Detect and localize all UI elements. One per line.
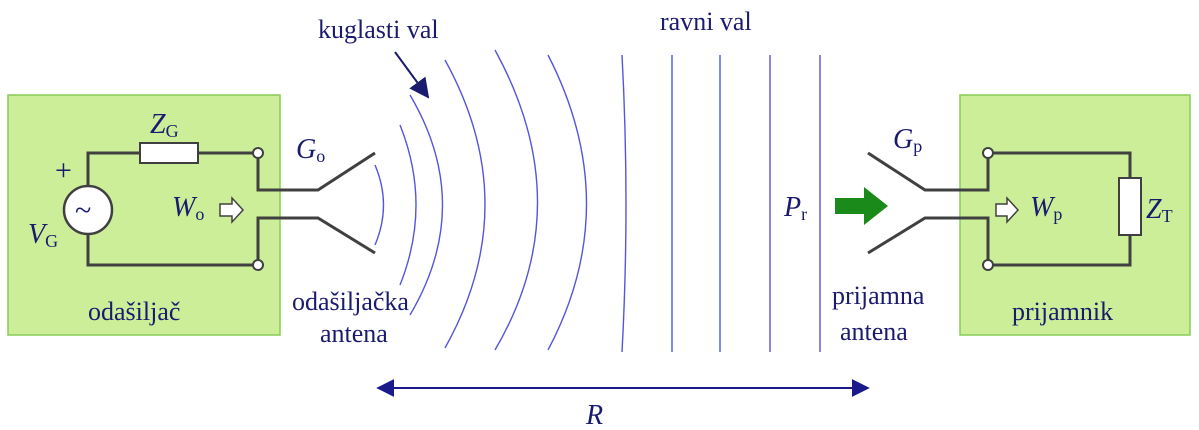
voltage-source-icon <box>62 184 114 236</box>
receiver-label: prijamnik <box>1012 297 1113 326</box>
transmit-gain-symbol: Go <box>296 134 325 166</box>
receive-power-symbol: Wp <box>1030 192 1062 224</box>
tx-terminal-top <box>252 147 264 159</box>
plane-wave-label: ravni val <box>660 7 752 36</box>
receive-antenna-label-line2: antena <box>840 317 908 346</box>
spherical-wave-fronts <box>374 49 588 351</box>
receiver-circuit <box>988 151 1132 267</box>
spherical-wave-pointer <box>394 51 430 99</box>
receive-power-arrow-icon <box>995 196 1020 224</box>
distance-label: R <box>585 400 603 430</box>
transmit-antenna-label-line2: antena <box>320 319 388 348</box>
transmit-antenna-label-line1: odašiljačka <box>292 287 409 316</box>
rx-terminal-top <box>982 147 994 159</box>
load-impedance-resistor <box>1118 177 1142 236</box>
spherical-wave-label: kuglasti val <box>318 15 439 44</box>
source-voltage-symbol: VG <box>28 219 58 251</box>
tx-terminal-bottom <box>252 259 264 271</box>
receive-antenna <box>867 151 990 260</box>
rx-terminal-bottom <box>982 259 994 271</box>
transmitter-label: odašiljač <box>88 297 180 326</box>
received-power-density-symbol: Pr <box>783 192 807 224</box>
receive-gain-symbol: Gp <box>893 124 922 156</box>
transmit-antenna <box>256 151 376 260</box>
receive-antenna-label-line1: prijamna <box>832 281 925 310</box>
incident-power-arrow-icon <box>835 187 888 225</box>
transmitter-circuit <box>86 151 258 267</box>
transmit-power-symbol: Wo <box>172 192 204 224</box>
plus-sign: + <box>55 154 72 187</box>
transmit-power-arrow-icon <box>219 196 245 224</box>
voltage-source-tilde: ~ <box>75 194 91 227</box>
generator-impedance-symbol: ZG <box>150 109 179 141</box>
generator-impedance-resistor <box>139 142 199 164</box>
plane-wave-fronts <box>621 54 821 353</box>
load-impedance-symbol: ZT <box>1146 194 1173 226</box>
